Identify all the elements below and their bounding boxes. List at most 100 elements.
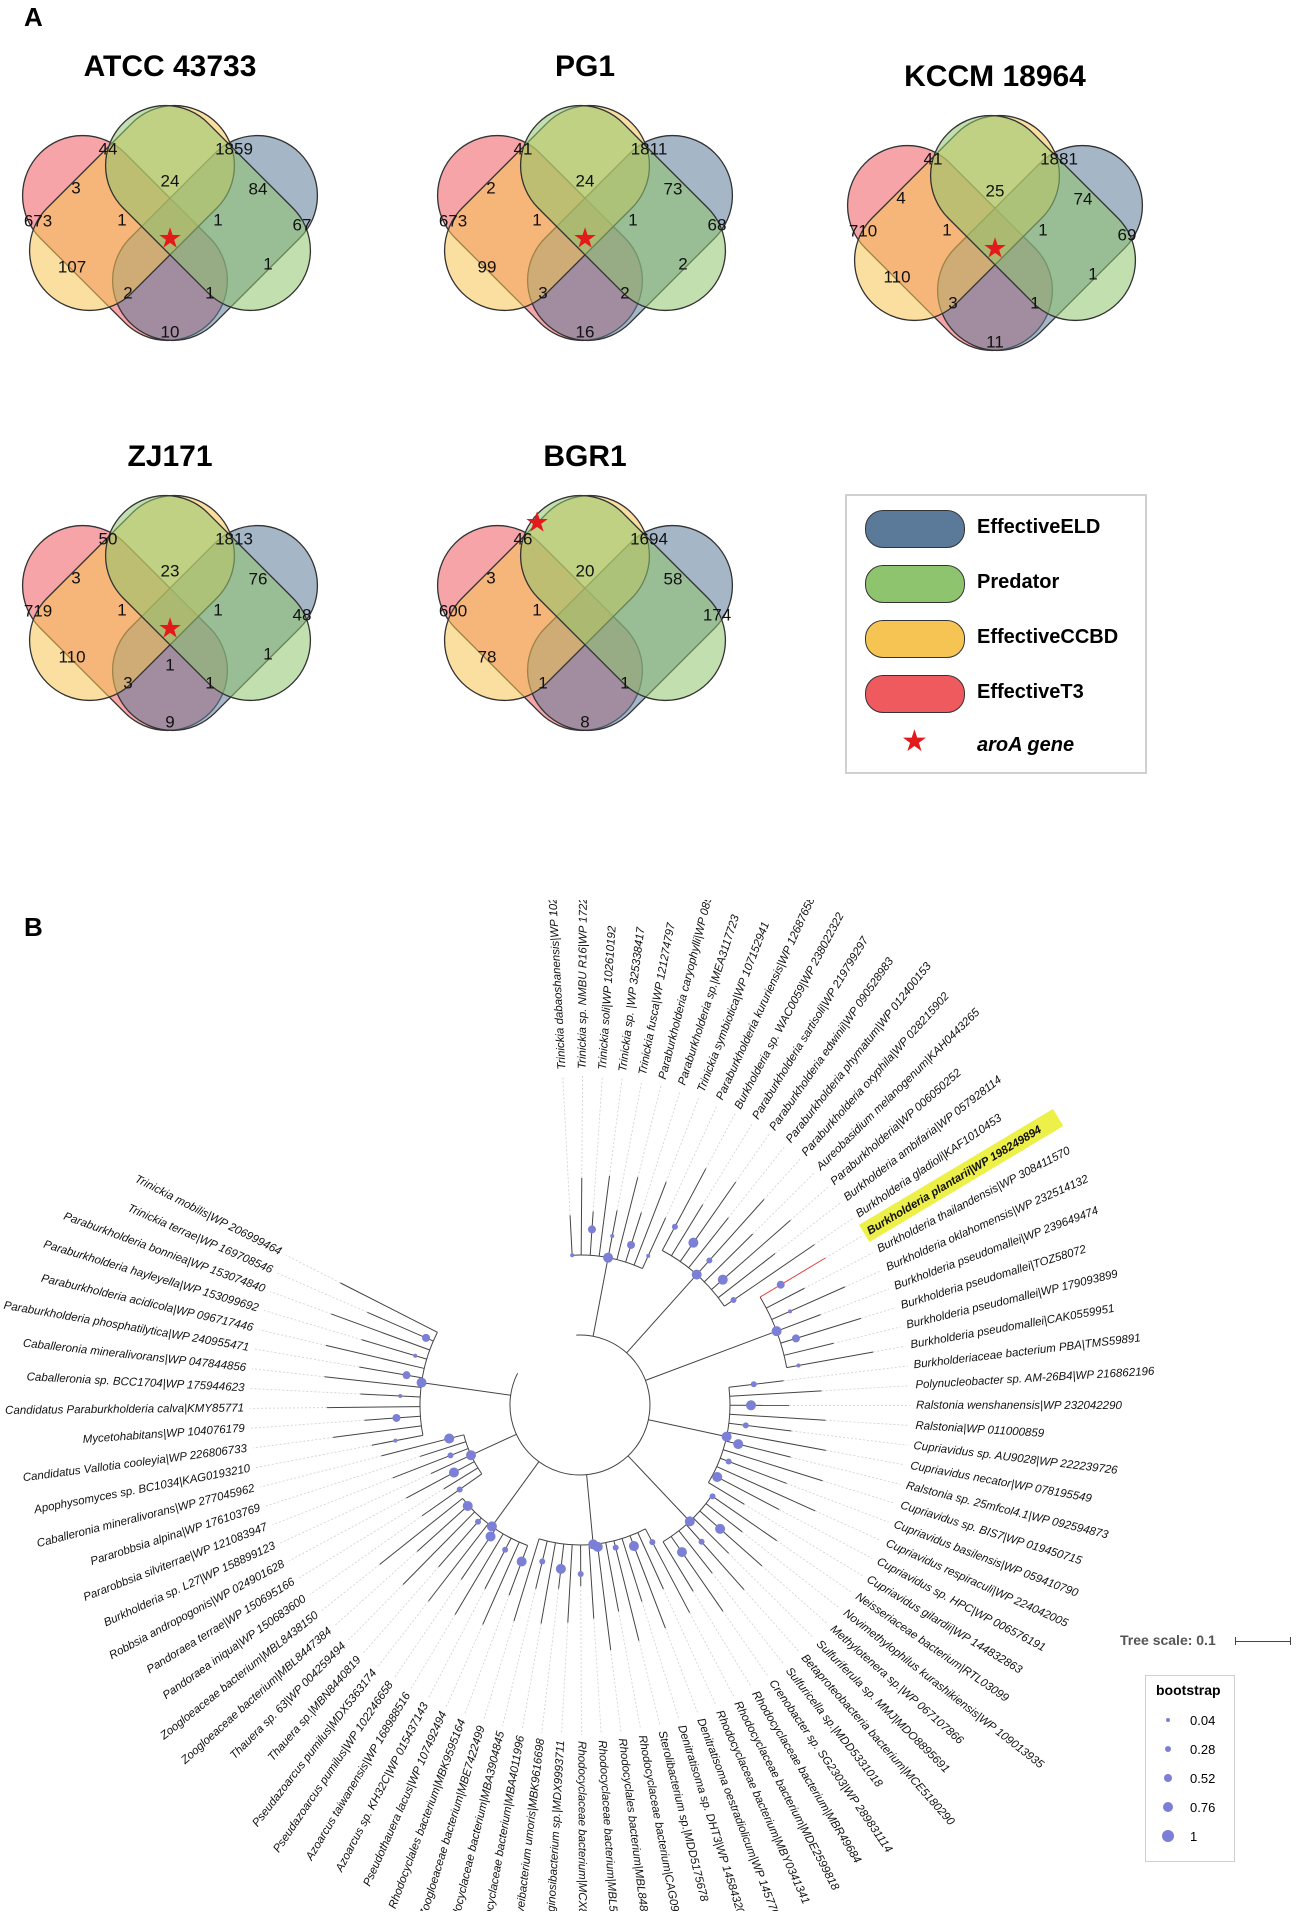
bootstrap-node	[466, 1450, 476, 1460]
venn-count-t3: 673	[24, 211, 52, 230]
bootstrap-node	[731, 1297, 737, 1303]
tree-branch	[428, 1524, 488, 1602]
tree-branch	[333, 1426, 421, 1438]
tree-guide	[250, 1408, 327, 1409]
venn-count-ccbd_pred_eld: 1	[213, 210, 222, 229]
tree-guide	[378, 1601, 428, 1666]
tree-branch	[700, 1511, 762, 1566]
tree-leaf-label: Trinickia sp. NMBU R16|WP 172258758	[577, 900, 590, 1069]
tree-scale-label: Tree scale: 0.1	[1120, 1632, 1216, 1648]
bootstrap-node	[393, 1439, 397, 1443]
tree-branch	[331, 1314, 430, 1350]
tree-branch	[570, 1215, 572, 1255]
tree-guide	[729, 1553, 814, 1638]
star-icon: ★	[524, 506, 549, 537]
tree-guide	[542, 1589, 559, 1733]
bootstrap-node	[718, 1275, 728, 1285]
tree-leaf-label: Uliginosibacterium sp.|MDX9993711	[545, 1740, 567, 1911]
bootstrap-node	[556, 1564, 566, 1574]
tree-leaf-label: Caballeronia sp. BCC1704|WP 175944623	[26, 1371, 245, 1394]
tree-guide	[286, 1255, 340, 1283]
tree-branch	[599, 1176, 609, 1256]
tree-branch	[724, 1245, 814, 1307]
venn-count-t3_pred: 99	[478, 257, 497, 276]
legend-swatch	[865, 620, 965, 658]
bootstrap-dot	[1164, 1774, 1172, 1782]
tree-leaf-label: Ralstonia|WP 011000859	[915, 1420, 1045, 1440]
tree-guide	[394, 1579, 461, 1677]
tree-guide	[503, 1589, 536, 1726]
venn-count-pred: 1811	[631, 139, 668, 158]
venn-count-ccbd_eld: 2	[678, 254, 687, 273]
bootstrap-node	[692, 1270, 702, 1280]
venn-count-pred_eld: 74	[1074, 189, 1093, 208]
bootstrap-node	[463, 1501, 473, 1511]
bootstrap-node	[422, 1334, 430, 1342]
tree-backbone	[510, 1335, 650, 1475]
tree-guide	[790, 1187, 828, 1220]
tree-branch	[784, 1343, 834, 1355]
tree-guide	[822, 1386, 910, 1391]
venn-title: KCCM 18964	[845, 60, 1145, 94]
bootstrap-node	[475, 1519, 481, 1525]
tree-guide	[777, 1541, 852, 1593]
tree-guide	[703, 1124, 753, 1205]
tree-guide	[446, 1624, 482, 1706]
venn-count-ccbd_eld: 1	[263, 254, 272, 273]
venn-count-t3_eld: 9	[165, 712, 174, 731]
tree-guide	[256, 1445, 372, 1467]
tree-guide	[814, 1219, 852, 1245]
bootstrap-node	[447, 1452, 453, 1458]
bootstrap-node	[743, 1422, 749, 1428]
venn-count-t3_ccbd_pred: 1	[532, 210, 541, 229]
tree-branch	[593, 1258, 608, 1337]
tree-branch	[485, 1538, 511, 1589]
bootstrap-value: 1	[1190, 1829, 1197, 1844]
venn-count-t3_ccbd: 2	[486, 178, 495, 197]
venn-count-pred_eld: 58	[664, 569, 683, 588]
venn-count-t3_eld: 11	[986, 332, 1004, 351]
bootstrap-node	[772, 1326, 782, 1336]
bootstrap-node	[486, 1531, 496, 1541]
venn-count-ccbd_pred: 23	[161, 561, 180, 580]
tree-branch	[568, 1545, 572, 1623]
tree-branch	[492, 1462, 539, 1527]
bootstrap-node	[677, 1547, 687, 1557]
venn-count-pred_eld: 84	[249, 179, 268, 198]
tree-guide	[638, 1085, 661, 1177]
venn-count-ccbd_pred: 24	[576, 171, 595, 190]
star-icon: ★	[572, 222, 597, 253]
tree-guide	[522, 1624, 541, 1730]
tree-guide	[411, 1615, 455, 1689]
venn-count-all: 1	[165, 655, 174, 674]
bootstrap-node	[792, 1334, 800, 1342]
star-icon: ★	[901, 724, 928, 759]
tree-guide	[253, 1437, 333, 1448]
legend-swatch	[865, 510, 965, 548]
tree-branch	[772, 1287, 845, 1320]
tree-guide	[363, 1567, 439, 1654]
tree-branch	[403, 1512, 475, 1585]
venn-count-t3_ccbd_pred: 1	[942, 220, 951, 239]
tree-branch	[581, 1178, 582, 1255]
tree-guide	[322, 1564, 380, 1610]
bootstrap-node	[715, 1524, 725, 1534]
tree-branch	[671, 1205, 702, 1256]
bootstrap-node	[649, 1539, 655, 1545]
tree-guide	[251, 1420, 365, 1428]
bootstrap-node	[578, 1571, 584, 1577]
tree-leaf-label: Rhodocyclaceae bacterium|MCX8087564	[575, 1741, 588, 1911]
tree-guide	[791, 1431, 907, 1445]
bootstrap-value: 0.76	[1190, 1800, 1215, 1815]
venn-count-t3_pred_eld: 1	[538, 673, 547, 692]
bootstrap-dot	[1165, 1746, 1171, 1752]
venn-count-ccbd_pred_eld: 1	[1038, 220, 1047, 239]
tree-guide	[619, 1611, 641, 1729]
panel-a-letter: A	[24, 2, 43, 33]
venn-count-t3_pred: 110	[883, 267, 910, 286]
bootstrap-node	[646, 1254, 650, 1258]
